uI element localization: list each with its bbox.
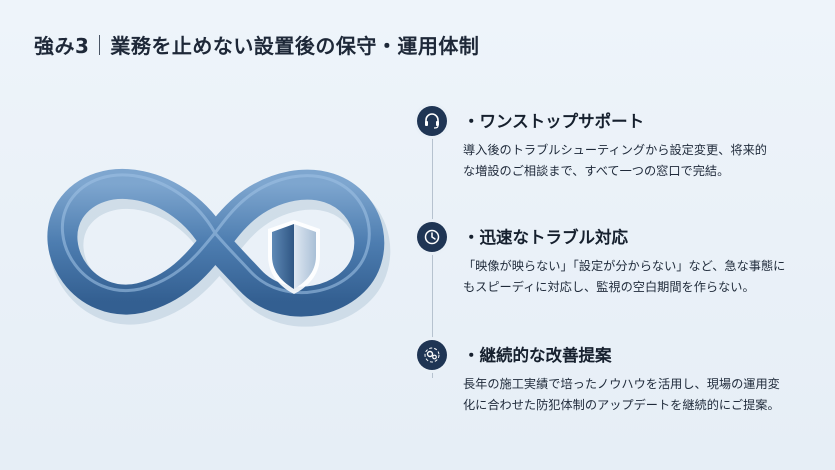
- feature-description: 「映像が映らない」「設定が分からない」など、急な事態に もスピーディに対応し、監…: [463, 256, 818, 298]
- title-separator: [99, 34, 101, 55]
- feature-description-line: もスピーディに対応し、監視の空白期間を作らない。: [463, 280, 755, 294]
- clock-icon: [417, 222, 447, 252]
- feature-description-line: 長年の施工実績で培ったノウハウを活用し、現場の運用変: [463, 377, 780, 391]
- headset-icon: [417, 106, 447, 136]
- timeline-line: [432, 138, 433, 378]
- feature-heading: ・継続的な改善提案: [463, 346, 612, 365]
- feature-heading: ・ワンストップサポート: [463, 112, 645, 131]
- shield-icon: [268, 220, 320, 294]
- feature-description-line: な増設のご相談まで、すべて一つの窓口で完結。: [463, 164, 730, 178]
- title-text: 業務を止めない設置後の保守・運用体制: [110, 34, 480, 58]
- page-title: 強み3 業務を止めない設置後の保守・運用体制: [34, 30, 479, 59]
- feature-description: 長年の施工実績で培ったノウハウを活用し、現場の運用変 化に合わせた防犯体制のアッ…: [463, 374, 818, 416]
- feature-description-line: 導入後のトラブルシューティングから設定変更、将来的: [463, 143, 767, 157]
- title-label: 強み3: [34, 34, 90, 58]
- feature-description: 導入後のトラブルシューティングから設定変更、将来的 な増設のご相談まで、すべて一…: [463, 140, 818, 182]
- infinity-shield-illustration: [30, 150, 400, 330]
- feature-description-line: 「映像が映らない」「設定が分からない」など、急な事態に: [463, 259, 786, 273]
- feature-description-line: 化に合わせた防犯体制のアップデートを継続的にご提案。: [463, 398, 780, 412]
- feature-heading: ・迅速なトラブル対応: [463, 228, 628, 247]
- gears-icon: [417, 340, 447, 370]
- infinity-icon: [47, 168, 391, 327]
